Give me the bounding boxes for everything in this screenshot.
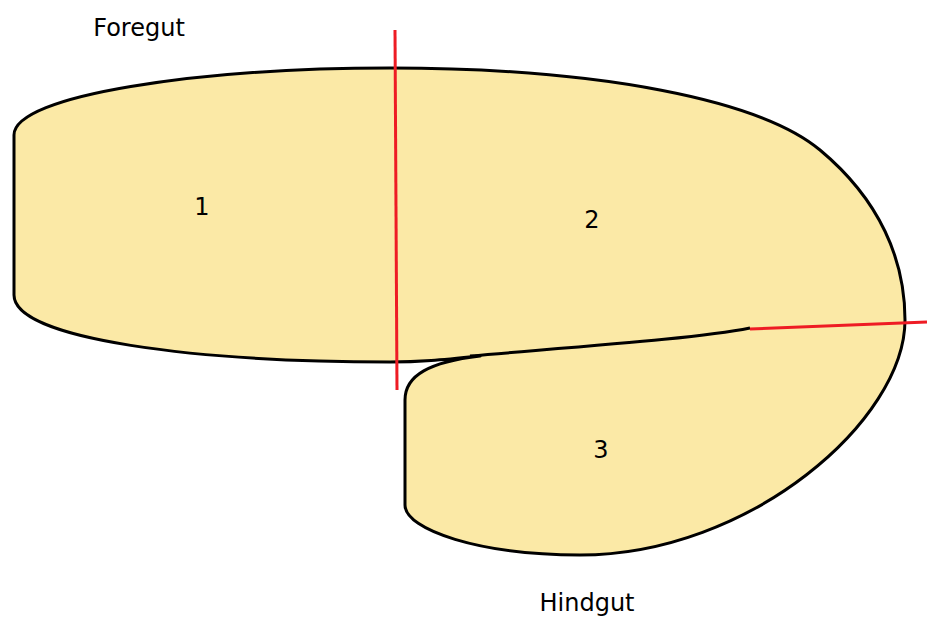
callout-number: 2	[584, 206, 599, 235]
callout-number: 3	[593, 436, 608, 465]
region-label: Foregut	[93, 14, 185, 43]
boundary-line	[395, 30, 397, 390]
gut-outline	[14, 68, 905, 555]
callout-number: 1	[194, 193, 209, 222]
gut-seam	[470, 328, 750, 356]
region-label: Hindgut	[539, 589, 634, 618]
boundary-line	[750, 322, 927, 329]
